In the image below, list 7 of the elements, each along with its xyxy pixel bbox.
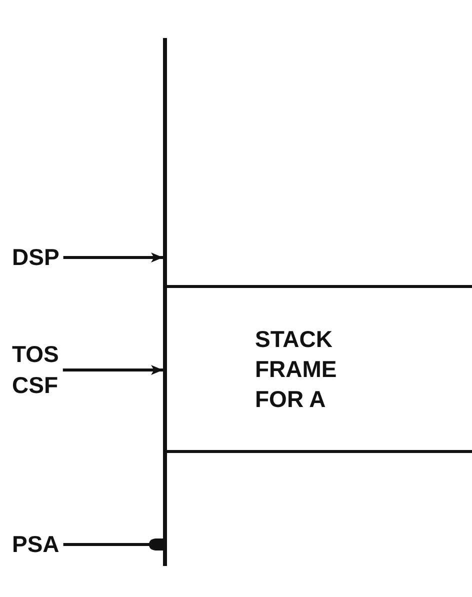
pointer-label: PSA	[12, 531, 60, 558]
arrow	[62, 365, 163, 375]
frame-label: STACK FRAME FOR A	[255, 325, 338, 414]
pointer-label: DSP	[12, 244, 60, 271]
pointer-label: CSF	[12, 372, 59, 399]
pointer-label: TOS	[12, 341, 59, 368]
arrow	[63, 252, 163, 262]
